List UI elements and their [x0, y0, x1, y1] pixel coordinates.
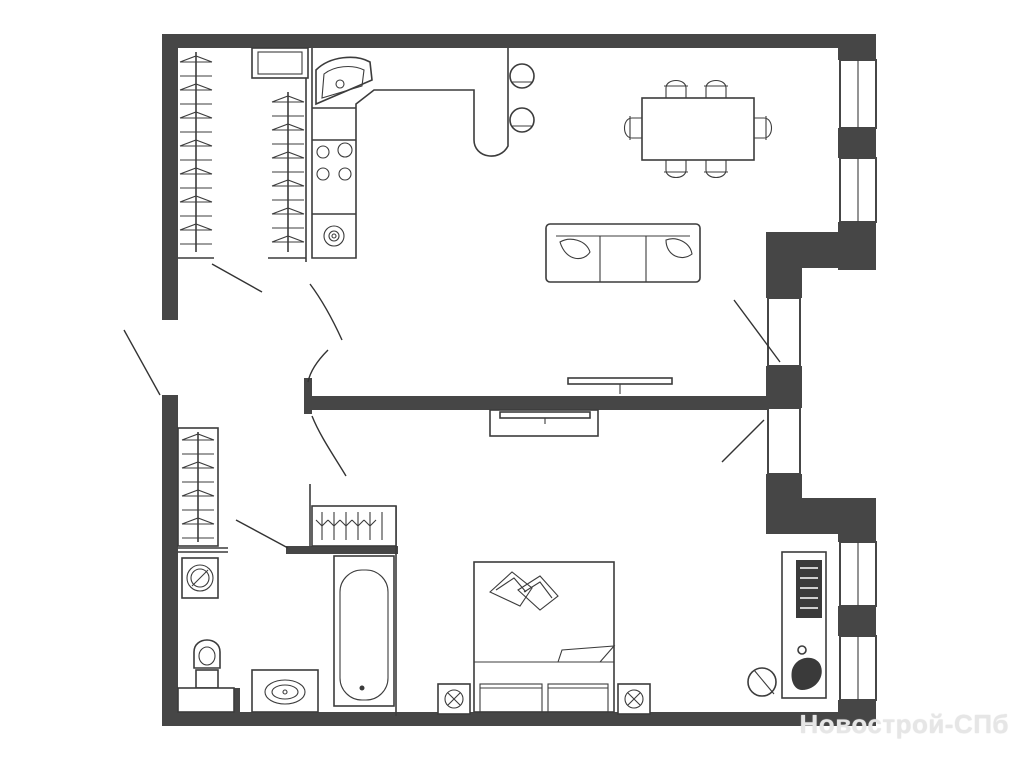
washbasin-icon: [251, 669, 319, 713]
bed-icon: [473, 561, 616, 713]
stove-icon: [316, 142, 353, 181]
chair-icon: [623, 79, 773, 179]
washing-machine-icon: [323, 225, 345, 247]
wardrobe-icon: [268, 48, 307, 262]
washing-machine-icon: [181, 557, 219, 599]
wardrobe-icon: [177, 427, 219, 547]
pillow-icon: [489, 571, 559, 611]
watermark: Новострой-СПб: [799, 709, 1009, 739]
bathtub-icon: [333, 555, 395, 707]
windows: [767, 59, 877, 701]
doors: [123, 263, 781, 549]
nightstand-icon: [437, 683, 471, 715]
outer-walls: [162, 34, 876, 726]
interior-walls: [178, 378, 768, 716]
sink-icon: [315, 56, 373, 106]
desk-icon: [781, 551, 827, 699]
nightstand-icon: [617, 683, 651, 715]
tv-icon: [489, 409, 599, 437]
armchair-icon: [747, 667, 777, 697]
bar-stool-icon: [509, 63, 535, 133]
toilet-icon: [177, 639, 235, 713]
sofa-icon: [545, 223, 701, 283]
wardrobe-icon: [178, 52, 214, 259]
dining-table-icon: [641, 97, 755, 161]
tv-icon: [567, 377, 673, 394]
towel-rail-icon: [311, 505, 397, 547]
kitchen: [251, 47, 509, 259]
